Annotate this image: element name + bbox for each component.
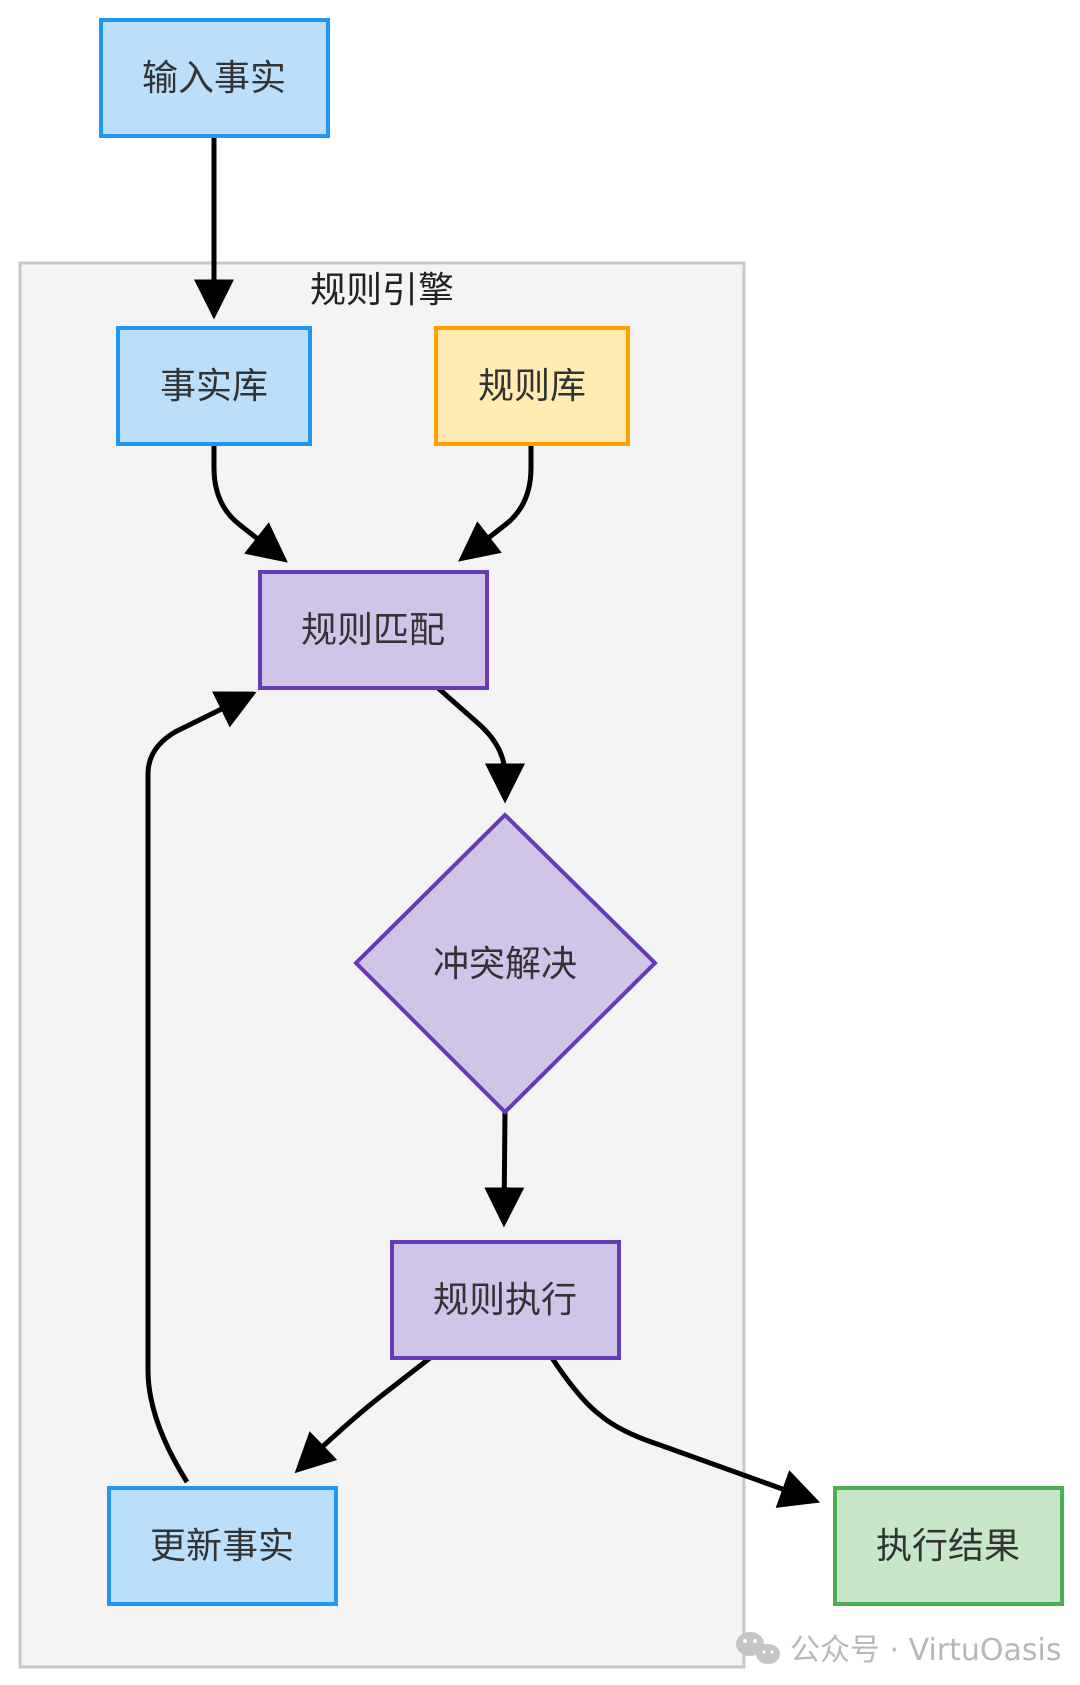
- node-rule-execution: 规则执行: [390, 1240, 621, 1360]
- node-fact-base-box: [116, 326, 312, 446]
- node-update-facts: 更新事实: [107, 1486, 338, 1606]
- node-input-facts-box: [99, 18, 330, 138]
- node-rule-base: 规则库: [434, 326, 630, 446]
- node-rule-execution-box: [390, 1240, 621, 1360]
- node-conflict-resolution: 冲突解决: [353, 812, 658, 1115]
- node-rule-base-label: 规则库: [478, 366, 586, 407]
- edge-execute-to-update: [294, 1356, 432, 1474]
- edges: [145, 138, 821, 1508]
- edge-execute-to-result: [549, 1356, 821, 1508]
- node-fact-base: 事实库: [116, 326, 312, 446]
- cluster-title: 规则引擎: [310, 270, 454, 311]
- node-rule-execution-label: 规则执行: [433, 1280, 577, 1321]
- edge-rulebase-to-match: [458, 444, 534, 562]
- node-update-facts-label: 更新事实: [150, 1526, 294, 1567]
- node-input-facts-label: 输入事实: [142, 58, 286, 99]
- edge-update-to-match: [145, 691, 257, 1484]
- node-rule-match: 规则匹配: [258, 570, 489, 690]
- node-update-facts-box: [107, 1486, 338, 1606]
- node-conflict-resolution-label: 冲突解决: [433, 944, 577, 985]
- node-rule-base-box: [434, 326, 630, 446]
- edge-match-to-conflict: [436, 686, 525, 804]
- node-rule-match-label: 规则匹配: [301, 610, 445, 651]
- node-conflict-resolution-diamond: [353, 812, 658, 1115]
- node-fact-base-label: 事实库: [160, 366, 268, 407]
- edge-conflict-to-execute: [484, 1111, 525, 1228]
- watermark-text: 公众号 · VirtuOasis: [790, 1633, 1062, 1668]
- node-execution-result-label: 执行结果: [876, 1526, 1020, 1567]
- node-execution-result-box: [833, 1486, 1064, 1606]
- wechat-icon: [736, 1632, 780, 1664]
- node-rule-match-box: [258, 570, 489, 690]
- edge-factbase-to-match: [211, 444, 288, 563]
- node-execution-result: 执行结果: [833, 1486, 1064, 1606]
- watermark: 公众号 · VirtuOasis: [736, 1632, 1062, 1668]
- node-input-facts: 输入事实: [99, 18, 330, 138]
